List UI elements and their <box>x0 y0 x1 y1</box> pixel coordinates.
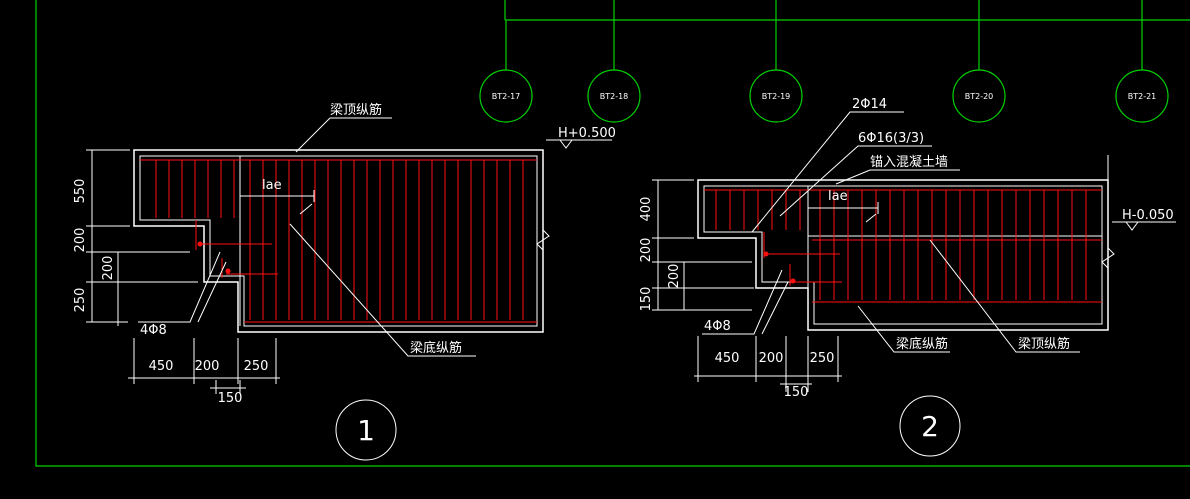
dim-h: 450 <box>149 359 174 374</box>
leader <box>929 239 1080 353</box>
beam-outline <box>133 149 544 333</box>
leader <box>289 223 476 357</box>
tag-label: BT2-19 <box>762 92 791 101</box>
dim-v: 200 <box>101 256 116 281</box>
stirrup-label: 4Φ8 <box>140 323 167 338</box>
rebar-dot <box>197 241 203 247</box>
leader <box>295 117 392 153</box>
rebar-dot <box>763 251 769 257</box>
leader <box>835 169 960 185</box>
detail-number-circle <box>899 395 961 457</box>
tag-bubble-4: BT2-20 <box>952 0 1006 123</box>
lae-dim <box>807 202 879 223</box>
tag-bubble-3: BT2-19 <box>749 0 803 123</box>
dim-lines-v <box>652 179 754 311</box>
lae-label: lae <box>262 178 282 193</box>
dim-h: 250 <box>244 359 269 374</box>
dim-v: 250 <box>73 288 88 313</box>
dim-h: 150 <box>784 385 809 400</box>
dim-v: 200 <box>667 264 682 289</box>
dim-lines-v <box>86 149 198 326</box>
lae-label: lae <box>828 189 848 204</box>
tag-label: BT2-20 <box>965 92 994 101</box>
beam-outline <box>697 179 1109 331</box>
dim-h: 200 <box>195 359 220 374</box>
dim-v: 550 <box>73 179 88 204</box>
tag-label: BT2-18 <box>600 92 629 101</box>
detail-number-circle <box>335 399 397 461</box>
leader <box>702 269 789 335</box>
bar2-label: 6Φ16(3/3) <box>858 131 924 146</box>
rebar-hooks <box>195 220 278 278</box>
tag-label: BT2-17 <box>492 92 521 101</box>
break-mark <box>1101 247 1115 269</box>
bottom-bar-label: 梁底纵筋 <box>410 340 462 356</box>
rebar-dot <box>790 278 796 284</box>
dim-h: 200 <box>759 351 784 366</box>
dim-h: 250 <box>810 351 835 366</box>
elevation-mark <box>546 139 612 149</box>
top-bar-label: 梁顶纵筋 <box>1018 336 1070 352</box>
stirrup-group <box>715 190 1087 300</box>
dim-lines-h <box>128 338 280 394</box>
rebar-hooks <box>763 232 842 286</box>
tag-bubble-2: BT2-18 <box>587 0 641 123</box>
leader <box>138 251 227 323</box>
elevation-label: H+0.500 <box>558 126 616 141</box>
stirrup-label: 4Φ8 <box>704 319 731 334</box>
bar1-label: 2Φ14 <box>852 97 887 112</box>
dim-v: 400 <box>639 197 654 222</box>
elevation-label: H-0.050 <box>1122 208 1174 223</box>
elevation-mark <box>1112 221 1176 231</box>
detail-number: 2 <box>921 410 939 443</box>
dim-h: 450 <box>715 351 740 366</box>
dim-v: 150 <box>639 287 654 312</box>
dim-v: 200 <box>73 228 88 253</box>
stirrup-group <box>155 160 524 320</box>
anchor-label: 锚入混凝土墙 <box>870 154 948 170</box>
lae-dim <box>239 190 315 215</box>
drawing-frame <box>35 0 1190 467</box>
dim-v: 200 <box>639 238 654 263</box>
beam-outline-inner <box>139 155 538 327</box>
leader <box>751 111 904 233</box>
detail-2: lae 2Φ14 6Φ16(3/3) 锚入混凝土墙 H-0.050 梁底纵筋 梁… <box>639 97 1176 457</box>
tag-label: BT2-21 <box>1128 92 1157 101</box>
grid-line <box>504 0 1190 21</box>
break-mark <box>536 229 550 251</box>
leader <box>779 145 932 217</box>
dim-h: 150 <box>218 391 243 406</box>
leader <box>857 305 950 353</box>
top-bar-label: 梁顶纵筋 <box>330 102 382 118</box>
dim-lines-h <box>694 336 842 392</box>
tag-bubble-5: BT2-21 <box>1115 0 1169 123</box>
detail-1: lae 梁顶纵筋 H+0.500 梁底纵筋 4Φ8 550 200 200 25… <box>73 102 616 461</box>
bottom-bar-label: 梁底纵筋 <box>896 336 948 352</box>
tag-bubble-1: BT2-17 <box>479 20 533 123</box>
detail-number: 1 <box>357 414 375 447</box>
rebar-dot <box>225 268 231 274</box>
